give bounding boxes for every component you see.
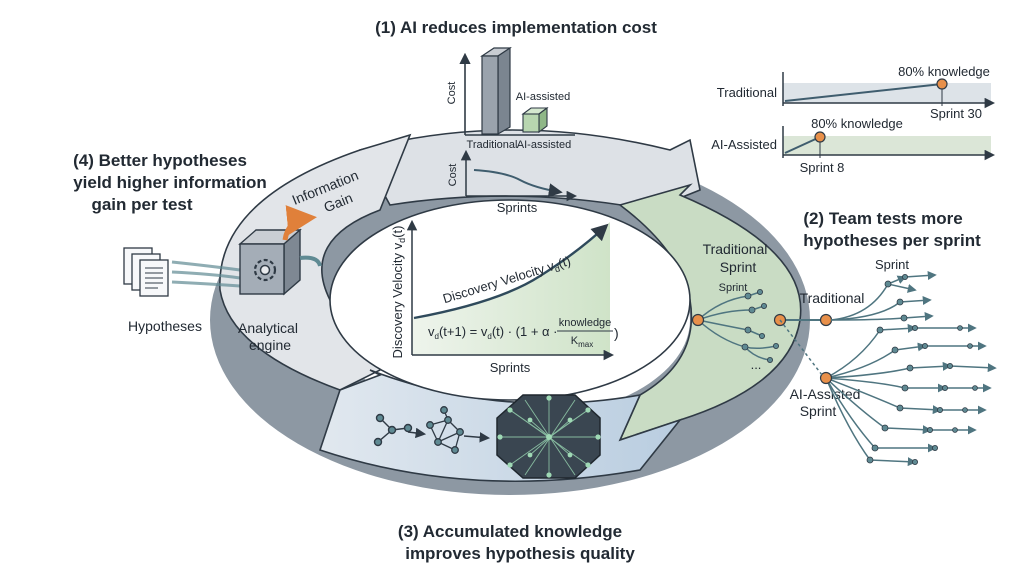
cost-curve-chart: Cost Sprints (447, 149, 578, 215)
hypotheses-label: Hypotheses (128, 318, 202, 334)
title-step1: (1) AI reduces implementation cost (375, 18, 657, 37)
timeline-label-traditional: Traditional (717, 85, 777, 100)
cost-bar-ylabel: Cost (446, 82, 458, 105)
traditional-branch-root (819, 313, 833, 327)
title-step2-line1: (2) Team tests more (803, 209, 962, 228)
hypotheses-documents: Hypotheses (123, 247, 241, 334)
timeline-band-ai (783, 136, 991, 155)
sprint-ellipsis: ... (751, 357, 762, 372)
traditional-branch: Traditional Sprint (800, 257, 937, 327)
ai-branch-label-line2: Sprint (800, 403, 837, 419)
velocity-formula-close: ) (614, 325, 619, 341)
information-gain-arrow (282, 205, 317, 241)
title-step4-line3: gain per test (91, 195, 192, 214)
velocity-xlabel: Sprints (490, 360, 531, 375)
timeline-sprint-label-ai: Sprint 8 (800, 160, 845, 175)
timeline-band-traditional (783, 83, 991, 103)
timeline-progress-traditional (784, 83, 943, 102)
cost-bar-ai-assisted (521, 106, 549, 134)
velocity-formula-numerator: knowledge (559, 317, 612, 329)
engine-label-line2: engine (249, 337, 291, 353)
small-sprint-label: Sprint (719, 282, 748, 294)
small-graph (373, 413, 413, 447)
velocity-formula-denominator: Kmax (571, 335, 593, 349)
ring-segment-top (358, 129, 701, 211)
medium-graph (426, 406, 464, 454)
ai-assisted-branch: AI-Assisted Sprint (779, 319, 997, 467)
timeline-marker-traditional (936, 78, 948, 90)
ai-branch-paths (825, 323, 997, 467)
timeline-marker-ai (814, 131, 826, 143)
timeline-progress-ai (784, 136, 821, 154)
ring-segment-left (219, 133, 412, 391)
document-icon (123, 247, 169, 297)
title-step3-line2: improves hypothesis quality (405, 544, 635, 563)
knowledge-graph-progression (373, 394, 601, 479)
knowledge-timeline: Traditional 80% knowledge Sprint 30 AI-A… (711, 64, 996, 175)
ai-branch-label-line1: AI-Assisted (790, 386, 861, 402)
cost-bar-ai-box-label: AI-assisted (516, 91, 570, 103)
engine-label-line1: Analytical (238, 320, 298, 336)
small-sprint-root (691, 313, 705, 327)
hypotheses-stream (171, 260, 241, 288)
cost-bar-chart: Cost AI-assisted Traditional AI-assisted (446, 46, 575, 151)
velocity-fill (412, 222, 610, 355)
timeline-label-ai: AI-Assisted (711, 137, 777, 152)
analytical-engine: Analytical engine (238, 228, 322, 353)
cost-curve-ylabel: Cost (447, 164, 459, 187)
traditional-sprint-block: Traditional Sprint Sprint ... (691, 241, 825, 372)
cost-bar-traditional (480, 46, 512, 136)
tree-sprint-label: Sprint (875, 257, 909, 272)
timeline-row-ai: AI-Assisted 80% knowledge Sprint 8 (711, 116, 996, 175)
title-step4-line1: (4) Better hypotheses (73, 151, 247, 170)
title-step3-line1: (3) Accumulated knowledge (398, 522, 622, 541)
traditional-sprint-label-line1: Traditional (703, 241, 768, 257)
graph-arrow-2 (463, 432, 491, 443)
timeline-sprint-label-traditional: Sprint 30 (930, 106, 982, 121)
timeline-row-traditional: Traditional 80% knowledge Sprint 30 (717, 64, 996, 121)
gear-icon (253, 258, 277, 282)
cost-bar-cat-ai: AI-assisted (517, 139, 571, 151)
traditional-sprint-label-line2: Sprint (720, 259, 757, 275)
velocity-curve (413, 223, 609, 320)
cost-curve-line (473, 169, 563, 198)
title-step4-line2: yield higher information (73, 173, 267, 192)
ai-branch-root (819, 371, 833, 385)
traditional-branch-paths (830, 270, 937, 322)
timeline-marker-label-ai: 80% knowledge (811, 116, 903, 131)
traditional-branch-label: Traditional (800, 290, 865, 306)
engine-output-pipe (299, 255, 322, 267)
cost-bar-cat-traditional: Traditional (467, 139, 518, 151)
velocity-formula-left: vd(t+1) = vd(t) · (1 + α · (428, 324, 557, 341)
small-sprint-nodes (741, 288, 780, 363)
graph-arrow-1 (407, 427, 427, 439)
knowledge-hexagon (496, 394, 601, 479)
velocity-ylabel: Discovery Velocity vd(t) (390, 226, 407, 359)
ai-branch-nodes (866, 324, 978, 465)
cost-curve-xlabel: Sprints (497, 200, 538, 215)
title-step2-line2: hypotheses per sprint (803, 231, 981, 250)
timeline-marker-label-traditional: 80% knowledge (898, 64, 990, 79)
